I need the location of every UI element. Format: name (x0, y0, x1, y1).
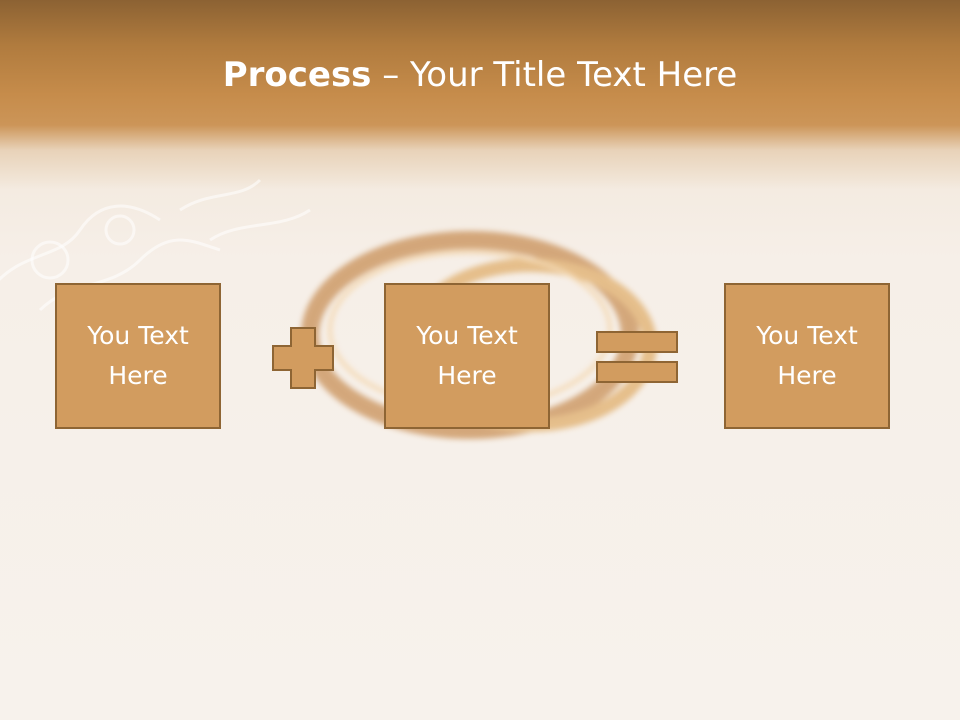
process-box-3-line1: You Text (756, 321, 858, 350)
process-box-3-line2: Here (777, 361, 837, 390)
process-box-1-line2: Here (108, 361, 168, 390)
equals-icon (596, 331, 678, 383)
title-bold-part: Process (222, 55, 372, 95)
process-box-1-line1: You Text (87, 321, 189, 350)
slide-title: Process – Your Title Text Here (0, 52, 960, 98)
process-box-2-line2: Here (437, 361, 497, 390)
plus-icon (272, 327, 334, 389)
process-box-2-line1: You Text (416, 321, 518, 350)
title-rest-part: – Your Title Text Here (371, 55, 738, 95)
process-box-2[interactable]: You Text Here (384, 283, 550, 429)
process-box-1[interactable]: You Text Here (55, 283, 221, 429)
process-box-3[interactable]: You Text Here (724, 283, 890, 429)
